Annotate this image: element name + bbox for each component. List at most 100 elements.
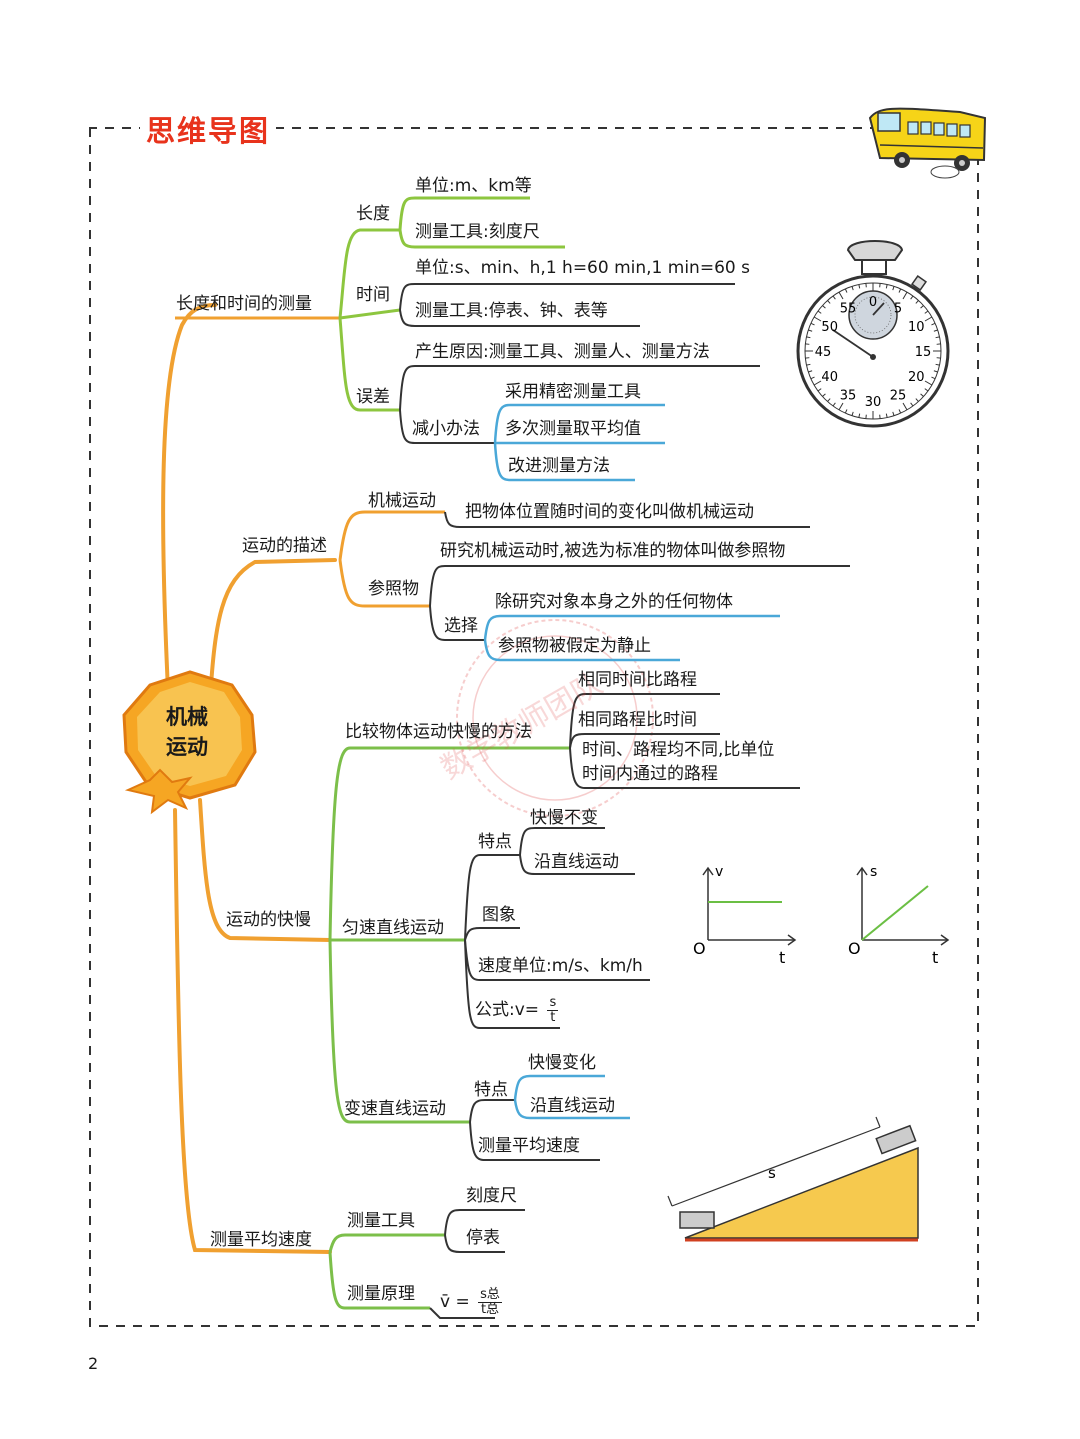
principle-den: t总 [480,1301,500,1317]
stopwatch-tick [838,402,844,411]
to-tools [328,1233,445,1253]
stopwatch-tick [844,409,848,414]
uni-feature-line [464,854,520,941]
len-unit-line [398,196,530,231]
node-reduce: 减小办法 [412,419,480,439]
tool-2-line [444,1234,505,1253]
variable-feature: 特点 [474,1080,508,1100]
node-ref: 参照物 [368,579,419,599]
compare-4: 时间内通过的路程 [582,764,718,784]
mech-def: 把物体位置随时间的变化叫做机械运动 [465,502,754,522]
uni-graph-line [464,927,520,941]
watermark-stamp [456,619,654,817]
stopwatch-tick-label: 0 [869,295,877,310]
cmp-3-line [569,747,800,789]
stopwatch-tick [910,295,914,300]
stopwatch-tick [892,286,895,291]
to-variable [328,939,470,1124]
uni-f2-line [519,854,635,875]
node-uniform: 匀速直线运动 [342,918,444,938]
to-principle [328,1251,430,1310]
stopwatch-tick [806,336,811,339]
stopwatch-tick [822,305,826,309]
to-error [338,317,400,412]
variable-feature-2: 沿直线运动 [530,1096,615,1116]
stopwatch-tick-label: 55 [840,302,857,317]
compare-3: 时间、路程均不同,比单位 [582,740,775,760]
incline-label: s [768,1164,776,1182]
stopwatch-tick [885,413,888,418]
uni-f1-line [519,827,605,856]
stopwatch-tick-label: 35 [840,388,857,403]
length-unit: 单位:m、km等 [415,176,532,196]
err-reduce-line [399,409,495,444]
stopwatch-tick [813,316,822,322]
time-unit: 单位:s、min、h,1 h=60 min,1 min=60 s [415,258,750,278]
node-tools: 测量工具 [347,1211,415,1231]
center-badge [122,670,257,815]
node-mech: 机械运动 [368,491,436,511]
var-feature-line [469,1099,515,1123]
to-ref [338,559,430,608]
uniform-unit: 速度单位:m/s、km/h [478,956,643,976]
node-choose: 选择 [444,616,478,636]
reduce-method-1: 采用精密测量工具 [505,382,641,402]
stopwatch-tick [898,288,902,293]
stopwatch-tick [915,398,919,402]
uniform-feature-1: 快慢不变 [530,808,598,828]
stopwatch-tick [933,329,938,332]
stopwatch-tick [892,411,895,416]
variable-measure: 测量平均速度 [478,1136,580,1156]
to-compare [328,746,570,941]
time-tool: 测量工具:停表、钟、表等 [415,301,608,321]
principle-fraction: s总 t总 [478,1288,502,1316]
error-cause: 产生原因:测量工具、测量人、测量方法 [415,342,710,362]
vt-y-label: v [715,864,723,880]
vt-graph [702,866,797,946]
formula-num: s [547,995,559,1011]
to-mech [338,510,445,561]
uni-formula-line [464,939,560,1029]
choose-2: 参照物被假定为静止 [498,636,651,656]
stopwatch-tick [827,300,831,304]
center-label: 机械 运动 [132,702,242,763]
stopwatch-tick [808,370,813,373]
reduce-method-3: 改进测量方法 [508,456,610,476]
branch-measure: 测量平均速度 [210,1230,312,1250]
stopwatch-tick-label: 50 [821,320,838,335]
tool-1: 刻度尺 [466,1186,517,1206]
stopwatch-tick-label: 15 [915,345,932,360]
tool-2: 停表 [466,1228,500,1248]
stopwatch-tick-label: 40 [821,370,838,385]
stopwatch-tick [931,322,936,326]
branch-length-time: 长度和时间的测量 [176,294,312,314]
var-measure-line [469,1121,600,1161]
stopwatch-tick [935,363,940,366]
page-title: 思维导图 [140,108,277,150]
to-time [339,308,401,320]
stopwatch-tick [920,393,924,397]
node-principle: 测量原理 [347,1284,415,1304]
trunk-to-measure [173,808,332,1254]
stopwatch-tick [832,295,836,300]
length-tool: 测量工具:刻度尺 [415,222,540,242]
stopwatch-tick [817,310,822,314]
stopwatch-tick [817,388,822,392]
cmp-1-line [569,693,720,749]
var-f1-line [513,1074,605,1101]
reduce-method-2: 多次测量取平均值 [505,419,641,439]
method-3-line [493,442,635,482]
uniform-feature: 特点 [478,832,512,852]
trunk-to-length [161,303,217,692]
uniform-feature-2: 沿直线运动 [534,852,619,872]
st-origin: O [848,939,861,958]
stopwatch-tick [915,300,919,304]
principle-num: s总 [478,1287,502,1303]
ref-choose-line [429,605,485,641]
variable-feature-1: 快慢变化 [528,1053,596,1073]
branch-description: 运动的描述 [242,536,327,556]
stopwatch-tick [920,305,924,309]
node-time: 时间 [356,285,390,305]
